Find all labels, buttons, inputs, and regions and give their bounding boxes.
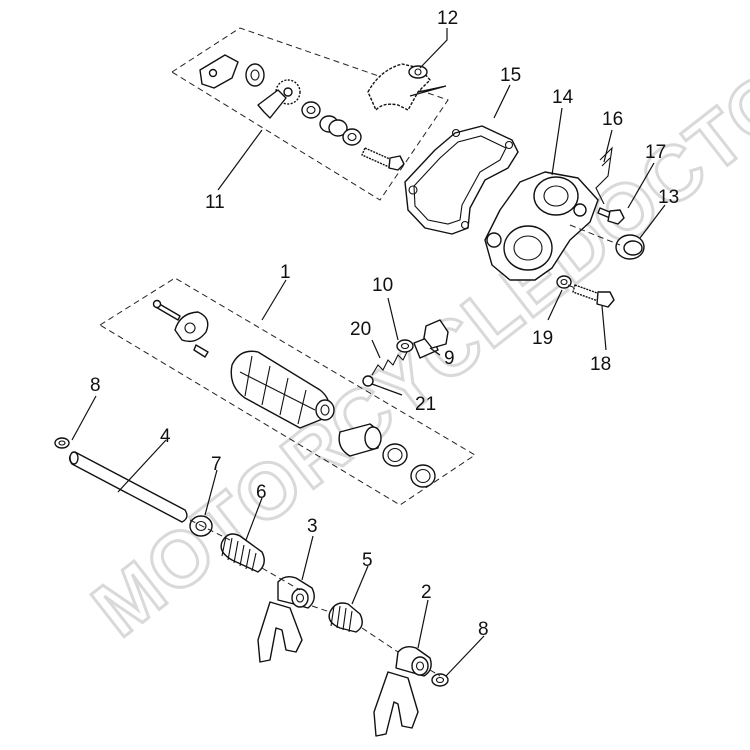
part-lever-plate: [199, 54, 239, 89]
callout-19: 19: [532, 328, 553, 349]
callout-18: 18: [590, 354, 611, 375]
part-2-shift-fork: [373, 645, 432, 737]
part-20-spring: [371, 349, 409, 376]
part-12-segment: [367, 63, 431, 111]
callout-4: 4: [160, 426, 171, 447]
part-14-cover: [484, 171, 599, 281]
part-bearing-sleeve: [338, 423, 382, 457]
callout-5: 5: [362, 550, 373, 571]
callout-1: 1: [280, 262, 291, 283]
callout-17: 17: [645, 142, 666, 163]
part-star-wheel: [257, 79, 301, 119]
part-9-plug-bolt: [413, 319, 449, 359]
callout-2: 2: [421, 582, 432, 603]
part-8b-circlip: [431, 673, 449, 687]
callout-15: 15: [500, 65, 521, 86]
part-collar: [245, 63, 265, 87]
callout-7: 7: [211, 454, 222, 475]
part-bolt-11: [361, 147, 405, 171]
part-13-seal: [615, 234, 645, 260]
callout-20: 20: [350, 319, 371, 340]
leader-lines: [71, 28, 666, 677]
part-pin-small: [193, 344, 209, 358]
assembly-centerlines: [189, 224, 621, 677]
part-21-ball: [362, 375, 374, 387]
part-18-bolt: [572, 284, 615, 308]
callout-6: 6: [256, 482, 267, 503]
part-3-shift-fork: [257, 575, 315, 663]
callout-14: 14: [552, 87, 574, 108]
callout-8-lower: 8: [478, 619, 489, 640]
part-washer-ring-2: [410, 464, 436, 488]
group-box-1: [99, 277, 476, 506]
part-16-clip: [595, 146, 613, 205]
callout-21: 21: [415, 394, 436, 415]
part-4-shift-rod: [68, 451, 188, 523]
callout-9: 9: [444, 348, 455, 369]
watermark: MOTORCYCLEDOCTOR: [76, 17, 750, 654]
part-washer-o-rings: [301, 101, 362, 146]
part-shift-drum: [230, 350, 335, 429]
part-15-gasket: [404, 125, 519, 235]
part-19-dowel: [556, 275, 572, 289]
group-box-11: [171, 27, 449, 201]
part-8a-circlip: [54, 437, 70, 449]
callout-16: 16: [602, 109, 623, 130]
callout-3: 3: [307, 516, 318, 537]
part-segment-plate: [174, 311, 209, 343]
part-5-spring: [328, 602, 363, 633]
part-6-spring: [220, 533, 265, 573]
part-17-bolt: [597, 207, 625, 225]
part-washer-ring-1: [382, 443, 408, 467]
part-screw-small: [152, 299, 181, 321]
callout-8-upper: 8: [90, 375, 101, 396]
callout-12: 12: [437, 8, 458, 29]
part-10-gasket: [396, 339, 414, 353]
callout-11: 11: [205, 192, 225, 213]
callout-10: 10: [372, 275, 393, 296]
callout-13: 13: [658, 187, 679, 208]
